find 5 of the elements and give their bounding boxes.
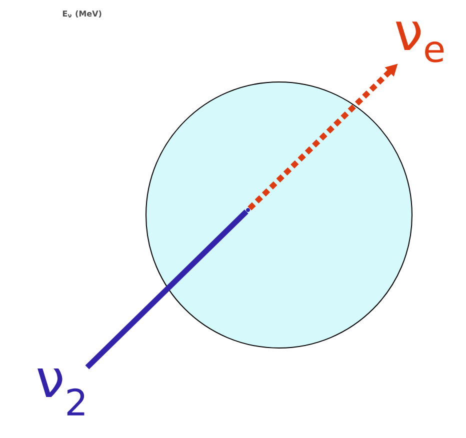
vertex-point bbox=[246, 208, 250, 212]
greek-label: ν$_{2}$ bbox=[38, 368, 84, 416]
axis-label: E$_{ν}$ (MeV) bbox=[62, 10, 102, 18]
circle bbox=[146, 82, 412, 348]
greek-label: ν$_{e}$ bbox=[396, 22, 444, 62]
